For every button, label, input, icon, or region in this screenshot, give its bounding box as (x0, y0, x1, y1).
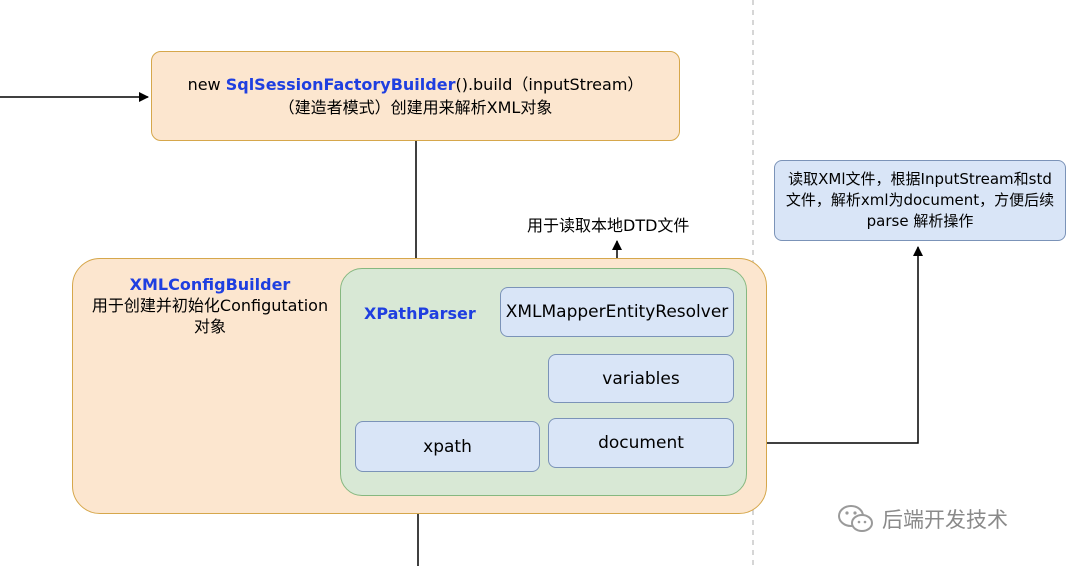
variables-node: variables (548, 354, 734, 403)
xpath-node: xpath (355, 421, 540, 472)
xpath-parser-title: XPathParser (364, 304, 476, 323)
document-to-note-arrow (733, 246, 923, 444)
factory-line-2: （建造者模式）创建用来解析XML对象 (278, 98, 553, 117)
factory-prefix: new (187, 75, 226, 94)
factory-builder-box: new SqlSessionFactoryBuilder().build（inp… (151, 51, 680, 141)
document-node: document (548, 418, 734, 468)
wechat-icon (838, 505, 873, 532)
document-note-box: 读取XMl文件，根据InputStream和std文件，解析xml为docume… (774, 160, 1066, 241)
config-builder-label: XMLConfigBuilder 用于创建并初始化Configutation 对… (72, 274, 348, 337)
entity-resolver-node: XMLMapperEntityResolver (500, 287, 734, 337)
dtd-annotation: 用于读取本地DTD文件 (527, 216, 690, 235)
watermark: 后端开发技术 (836, 503, 1008, 535)
factory-line-1: new SqlSessionFactoryBuilder().build（inp… (188, 73, 644, 96)
document-note-text: 读取XMl文件，根据InputStream和std文件，解析xml为docume… (785, 170, 1055, 230)
config-builder-title: XMLConfigBuilder (129, 275, 291, 294)
config-builder-desc-1: 用于创建并初始化Configutation (91, 296, 329, 315)
watermark-text: 后端开发技术 (882, 508, 1008, 532)
factory-suffix: ().build（inputStream） (455, 75, 644, 94)
config-builder-desc-2: 对象 (193, 317, 226, 336)
factory-class-name: SqlSessionFactoryBuilder (225, 75, 456, 94)
